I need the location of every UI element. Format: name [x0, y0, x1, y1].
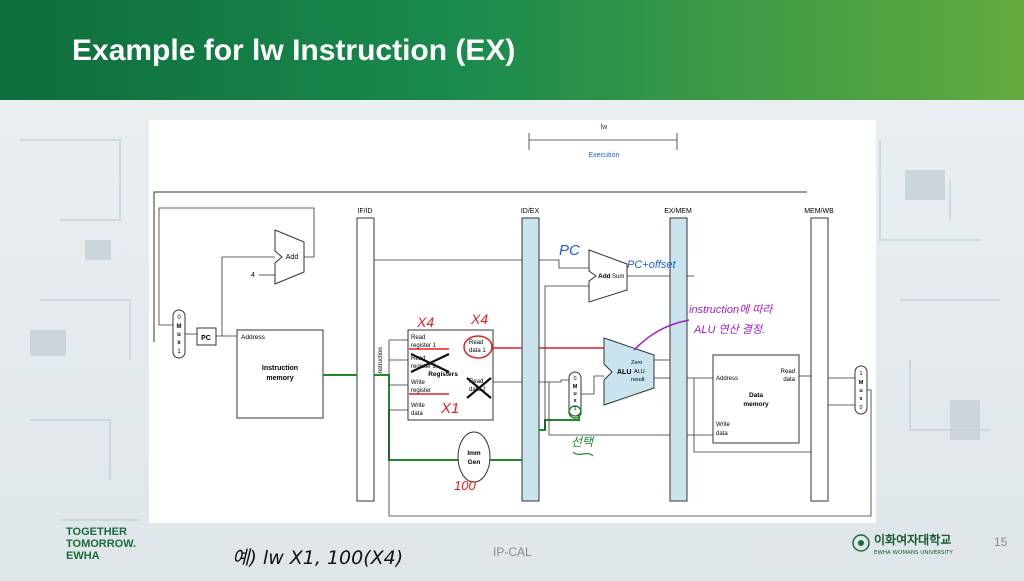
annotation-imm-100: 100 [454, 478, 476, 493]
alu-mux-m: M [573, 384, 578, 390]
reg-write-data-a: Write [411, 403, 426, 409]
dmem-write-b: data [716, 431, 728, 437]
ex-mem-label: EX/MEM [664, 208, 692, 215]
pc-adder-label: Add [286, 254, 299, 261]
annotation-instruction-note: instruction에 따라 [689, 303, 774, 316]
wb-mux-in1: 1 [859, 371, 862, 377]
instruction-memory [236, 329, 324, 419]
pc-register [196, 327, 217, 346]
logo-line-3: EWHA [66, 550, 100, 562]
reg-write-a: Write [411, 380, 426, 386]
reg-write-data-b: data [411, 411, 423, 417]
reg-data1-b: data 1 [469, 348, 486, 354]
reg-read1-a: Read [411, 335, 425, 341]
if-id-register [356, 217, 375, 502]
reg-data2-a: Read [469, 379, 483, 385]
alu-label: ALU [617, 369, 631, 376]
imm-gen-label-2: Gen [468, 459, 481, 466]
imm-gen [457, 431, 491, 483]
handwritten-example-text: 예) lw X1, 100(X4) [232, 547, 403, 569]
stage-execution-label: Execution [589, 152, 620, 159]
reg-read2-a: Read [411, 356, 425, 362]
alu-mux-in0: 0 [573, 376, 576, 382]
constant-four: 4 [251, 272, 255, 279]
wb-mux-in0: 0 [859, 405, 862, 411]
pc-mux-u: u [177, 332, 181, 338]
imem-title-1: Instruction [262, 365, 298, 372]
ewha-name-english: EWHA WOMANS UNIVERSITY [874, 550, 953, 556]
page-number: 15 [994, 535, 1008, 549]
alu-zero-label: Zero [631, 360, 642, 366]
reg-read1-b: register 1 [411, 343, 437, 349]
dmem-read-a: Read [781, 369, 795, 375]
if-id-label: IF/ID [357, 208, 372, 215]
ewha-emblem-icon [852, 534, 870, 552]
annotation-x4-read1: X4 [416, 314, 434, 330]
instruction-bus-label: Instruction [378, 347, 384, 375]
alu-mux-in1: 1 [573, 406, 576, 412]
ewha-university-logo: 이화여자대학교 EWHA WOMANS UNIVERSITY [852, 530, 964, 560]
footer-course-label: IP-CAL [493, 545, 532, 559]
dmem-write-a: Write [716, 422, 731, 428]
pc-mux-x: x [177, 340, 181, 346]
alu-result-a: ALU [634, 369, 645, 375]
pc-mux-in0: 0 [177, 315, 181, 321]
branch-adder-sum: Sum [612, 274, 624, 280]
registers-title: Registers [428, 371, 458, 378]
annotation-x1-write: X1 [440, 400, 459, 417]
imem-title-2: memory [266, 375, 293, 382]
stage-header: lw [601, 124, 609, 131]
dmem-read-b: data [783, 377, 795, 383]
reg-write-b: register [411, 388, 431, 394]
alu-mux-u: u [573, 391, 576, 397]
pc-mux-m: M [177, 324, 182, 330]
dmem-title-1: Data [749, 392, 763, 399]
reg-data1-a: Read [469, 340, 483, 346]
alu-result-b: result [631, 377, 645, 383]
logo-line-2: TOMORROW. [66, 538, 136, 550]
datapath-diagram: lw Execution IF/ID ID/EX EX/MEM MEM/WB A… [149, 120, 876, 523]
pc-mux-in1: 1 [177, 349, 181, 355]
mem-wb-label: MEM/WB [804, 208, 834, 215]
annotation-pc-offset: PC+offset [627, 259, 677, 271]
wb-mux-u: u [859, 388, 862, 394]
alu [603, 337, 655, 406]
annotation-alu-note: ALU 연산 결정. [693, 323, 765, 336]
slide-title: Example for lw Instruction (EX) [72, 34, 516, 67]
ewha-name-korean: 이화여자대학교 [874, 532, 951, 547]
pc-label: PC [201, 335, 211, 342]
branch-adder [588, 249, 628, 303]
annotation-x4-data1: X4 [470, 311, 488, 327]
annotation-select: 선택 [571, 435, 595, 449]
dmem-address-label: Address [716, 376, 738, 382]
data-memory [712, 354, 800, 444]
alu-mux-x: x [573, 398, 577, 404]
id-ex-label: ID/EX [521, 208, 540, 215]
mem-wb-register [810, 217, 829, 502]
register-file [407, 329, 494, 421]
wb-mux-m: M [859, 380, 864, 386]
logo-line-1: TOGETHER [66, 526, 127, 538]
imm-gen-label-1: Imm [467, 450, 481, 457]
branch-adder-add: Add [598, 273, 611, 280]
imem-address-label: Address [241, 334, 266, 341]
ex-mem-register [669, 217, 688, 502]
together-tomorrow-logo: TOGETHER TOMORROW. EWHA [66, 524, 156, 564]
id-ex-register [521, 217, 540, 502]
dmem-title-2: memory [743, 401, 769, 408]
handwritten-example: 예) lw X1, 100(X4) [230, 534, 450, 576]
pc-adder [274, 229, 305, 285]
annotation-pc: PC [559, 242, 580, 259]
title-bar: Example for lw Instruction (EX) [0, 0, 1024, 100]
wb-mux-x: x [859, 396, 863, 402]
